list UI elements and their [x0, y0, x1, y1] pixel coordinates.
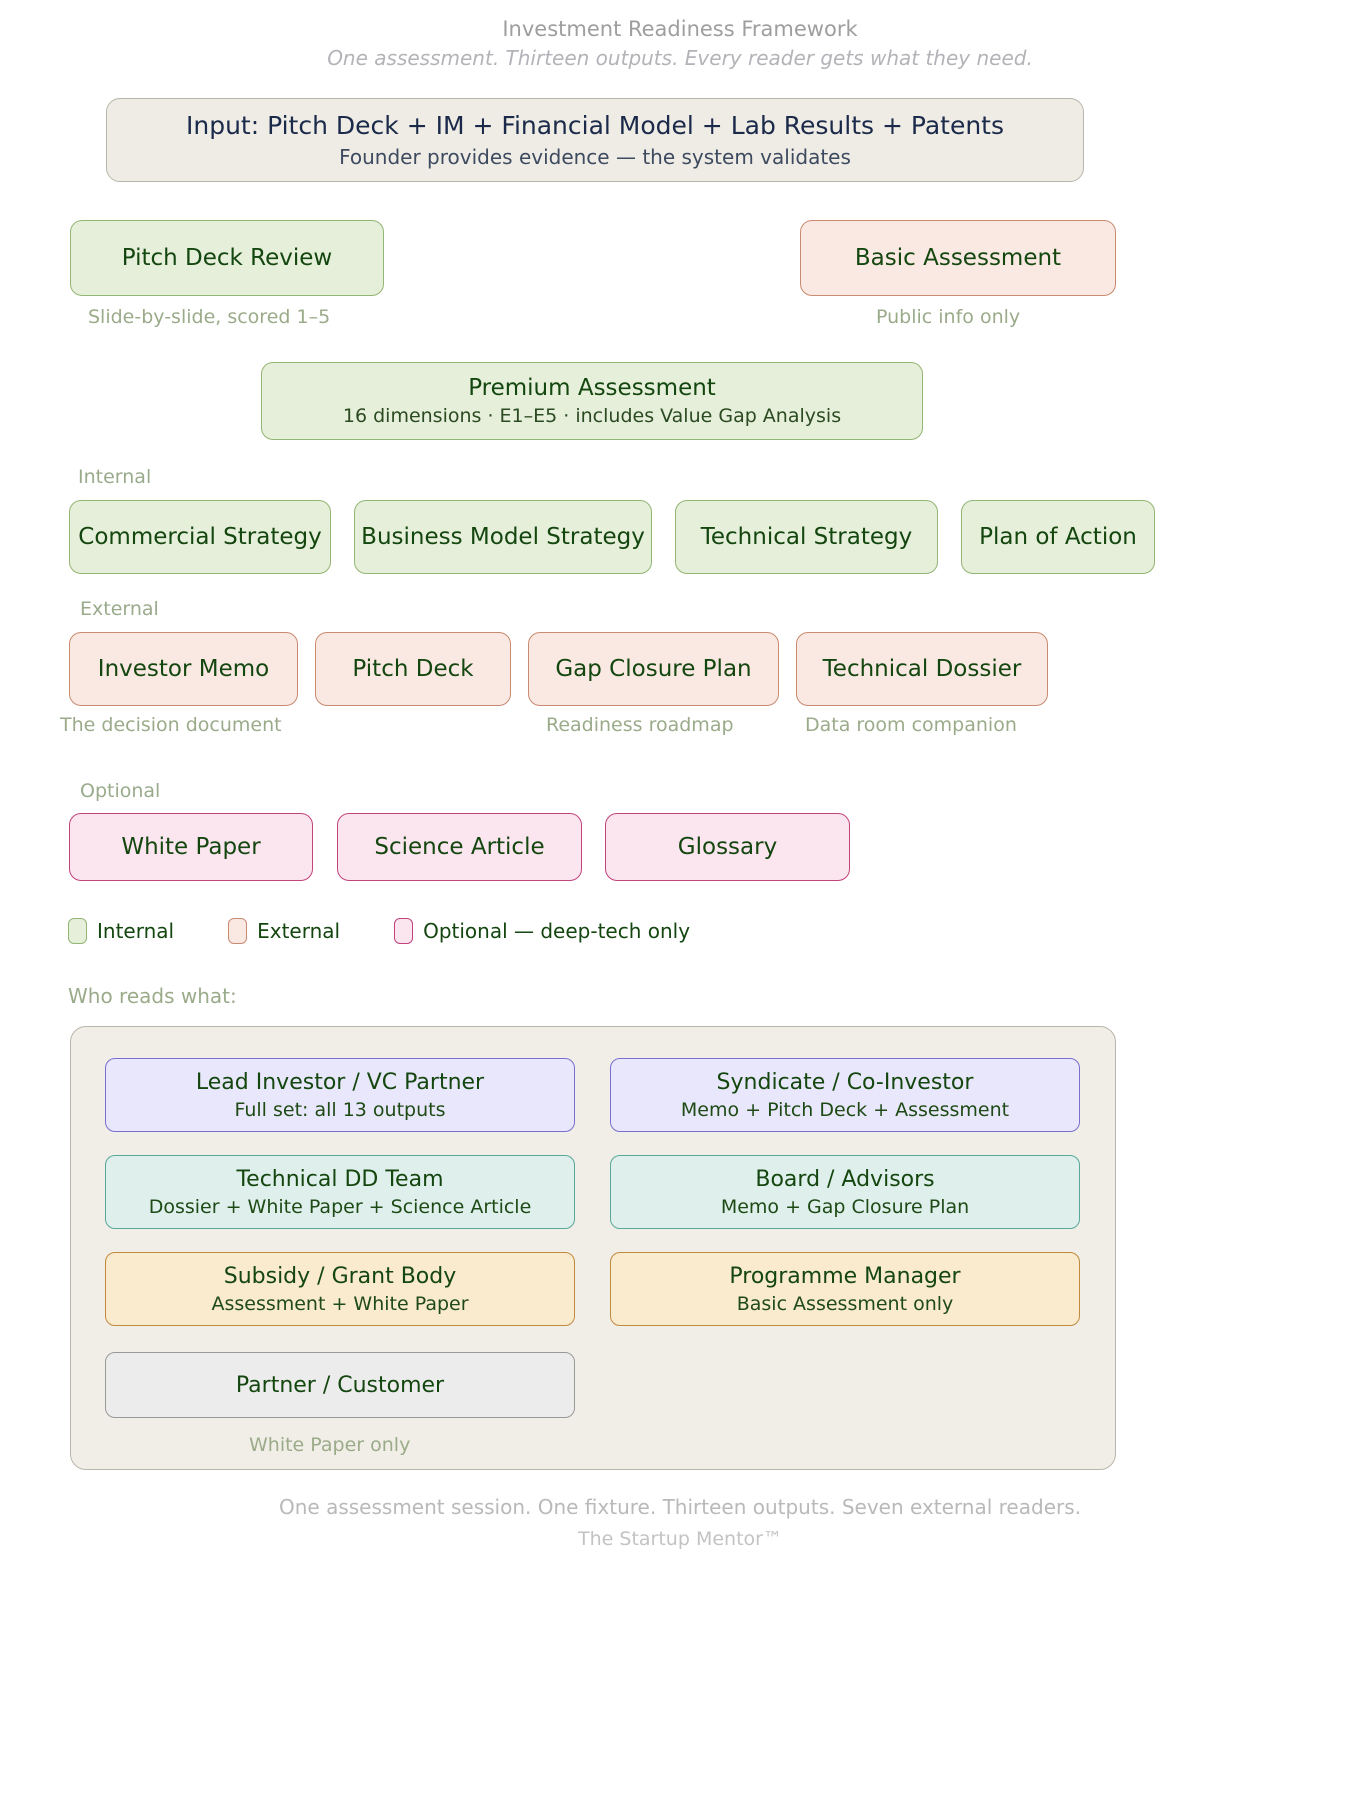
node-glossary-label: Glossary — [677, 834, 778, 860]
node-glossary[interactable]: Glossary — [605, 813, 850, 881]
legend-label-optional: Optional — deep-tech only — [423, 919, 691, 943]
footer-line-1: One assessment session. One fixture. Thi… — [279, 1495, 1081, 1519]
reader-board-advisors-gets: Memo + Gap Closure Plan — [720, 1195, 970, 1218]
legend-label-external: External — [257, 919, 341, 943]
reader-lead-investor-gets: Full set: all 13 outputs — [234, 1098, 446, 1121]
node-technical-dossier[interactable]: Technical Dossier — [796, 632, 1048, 706]
node-gap-closure-plan[interactable]: Gap Closure Plan — [528, 632, 779, 706]
node-technical-strategy[interactable]: Technical Strategy — [675, 500, 938, 574]
node-white-paper-label: White Paper — [121, 834, 261, 860]
reader-programme-manager-gets: Basic Assessment only — [736, 1292, 954, 1315]
node-plan-of-action-label: Plan of Action — [979, 524, 1137, 550]
legend-swatch-internal-icon — [68, 918, 87, 944]
node-basic-assessment[interactable]: Basic Assessment — [800, 220, 1116, 296]
node-science-article[interactable]: Science Article — [337, 813, 582, 881]
legend-item-optional: Optional — deep-tech only — [394, 918, 744, 944]
legend-swatch-optional-icon — [394, 918, 414, 944]
page-subtitle: One assessment. Thirteen outputs. Every … — [327, 46, 1033, 70]
caption-partner-customer: White Paper only — [249, 1434, 411, 1456]
node-technical-strategy-label: Technical Strategy — [700, 524, 913, 550]
reader-technical-dd-team-name: Technical DD Team — [236, 1166, 444, 1192]
node-commercial-strategy-label: Commercial Strategy — [78, 524, 322, 550]
reader-syndicate[interactable]: Syndicate / Co-Investor Memo + Pitch Dec… — [610, 1058, 1080, 1132]
reader-technical-dd-team[interactable]: Technical DD Team Dossier + White Paper … — [105, 1155, 575, 1229]
node-gap-closure-plan-label: Gap Closure Plan — [555, 656, 752, 682]
reader-board-advisors-name: Board / Advisors — [755, 1166, 935, 1192]
reader-programme-manager-name: Programme Manager — [729, 1263, 961, 1289]
input-node-title: Input: Pitch Deck + IM + Financial Model… — [185, 111, 1005, 140]
node-pitch-deck-review[interactable]: Pitch Deck Review — [70, 220, 384, 296]
node-plan-of-action[interactable]: Plan of Action — [961, 500, 1155, 574]
reader-subsidy-grant-body-name: Subsidy / Grant Body — [223, 1263, 457, 1289]
who-reads-what-title: Who reads what: — [68, 984, 237, 1008]
node-pitch-deck[interactable]: Pitch Deck — [315, 632, 511, 706]
node-pitch-deck-review-label: Pitch Deck Review — [121, 245, 333, 271]
node-technical-dossier-label: Technical Dossier — [822, 656, 1022, 682]
reader-partner-customer[interactable]: Partner / Customer — [105, 1352, 575, 1418]
node-science-article-label: Science Article — [374, 834, 545, 860]
header: Investment Readiness Framework One asses… — [0, 0, 1360, 73]
node-premium-assessment-label: Premium Assessment — [468, 374, 716, 401]
caption-pitch-deck-review: Slide-by-slide, scored 1–5 — [88, 306, 331, 328]
legend-label-internal: Internal — [97, 919, 175, 943]
footer: One assessment session. One fixture. Thi… — [0, 1490, 1360, 1554]
node-investor-memo-label: Investor Memo — [97, 656, 270, 682]
input-node-subtitle: Founder provides evidence — the system v… — [339, 145, 851, 169]
node-commercial-strategy[interactable]: Commercial Strategy — [69, 500, 331, 574]
node-business-model-strategy-label: Business Model Strategy — [361, 524, 645, 550]
node-basic-assessment-label: Basic Assessment — [854, 245, 1062, 271]
node-pitch-deck-label: Pitch Deck — [352, 656, 474, 682]
legend-item-external: External — [228, 918, 394, 944]
reader-lead-investor[interactable]: Lead Investor / VC Partner Full set: all… — [105, 1058, 575, 1132]
node-business-model-strategy[interactable]: Business Model Strategy — [354, 500, 652, 574]
input-node[interactable]: Input: Pitch Deck + IM + Financial Model… — [106, 98, 1084, 182]
legend-swatch-external-icon — [228, 918, 248, 944]
node-white-paper[interactable]: White Paper — [69, 813, 313, 881]
reader-board-advisors[interactable]: Board / Advisors Memo + Gap Closure Plan — [610, 1155, 1080, 1229]
legend-item-internal: Internal — [68, 918, 228, 944]
reader-partner-customer-name: Partner / Customer — [235, 1372, 445, 1398]
reader-technical-dd-team-gets: Dossier + White Paper + Science Article — [148, 1195, 532, 1218]
node-premium-assessment-subtitle: 16 dimensions · E1–E5 · includes Value G… — [342, 404, 842, 427]
footer-line-2: The Startup Mentor™ — [578, 1528, 782, 1550]
page-title: Investment Readiness Framework — [502, 17, 858, 41]
caption-investor-memo: The decision document — [60, 714, 282, 736]
reader-lead-investor-name: Lead Investor / VC Partner — [195, 1069, 485, 1095]
reader-subsidy-grant-body[interactable]: Subsidy / Grant Body Assessment + White … — [105, 1252, 575, 1326]
caption-gap-closure-plan: Readiness roadmap — [546, 714, 734, 736]
group-label-external: External — [80, 598, 159, 620]
node-investor-memo[interactable]: Investor Memo — [69, 632, 298, 706]
group-label-internal: Internal — [78, 466, 152, 488]
reader-programme-manager[interactable]: Programme Manager Basic Assessment only — [610, 1252, 1080, 1326]
node-premium-assessment[interactable]: Premium Assessment 16 dimensions · E1–E5… — [261, 362, 923, 440]
legend: Internal External Optional — deep-tech o… — [68, 918, 744, 944]
reader-subsidy-grant-body-gets: Assessment + White Paper — [211, 1292, 469, 1315]
group-label-optional: Optional — [80, 780, 161, 802]
reader-syndicate-name: Syndicate / Co-Investor — [716, 1069, 974, 1095]
caption-technical-dossier: Data room companion — [805, 714, 1017, 736]
caption-basic-assessment: Public info only — [876, 306, 1021, 328]
reader-syndicate-gets: Memo + Pitch Deck + Assessment — [680, 1098, 1010, 1121]
